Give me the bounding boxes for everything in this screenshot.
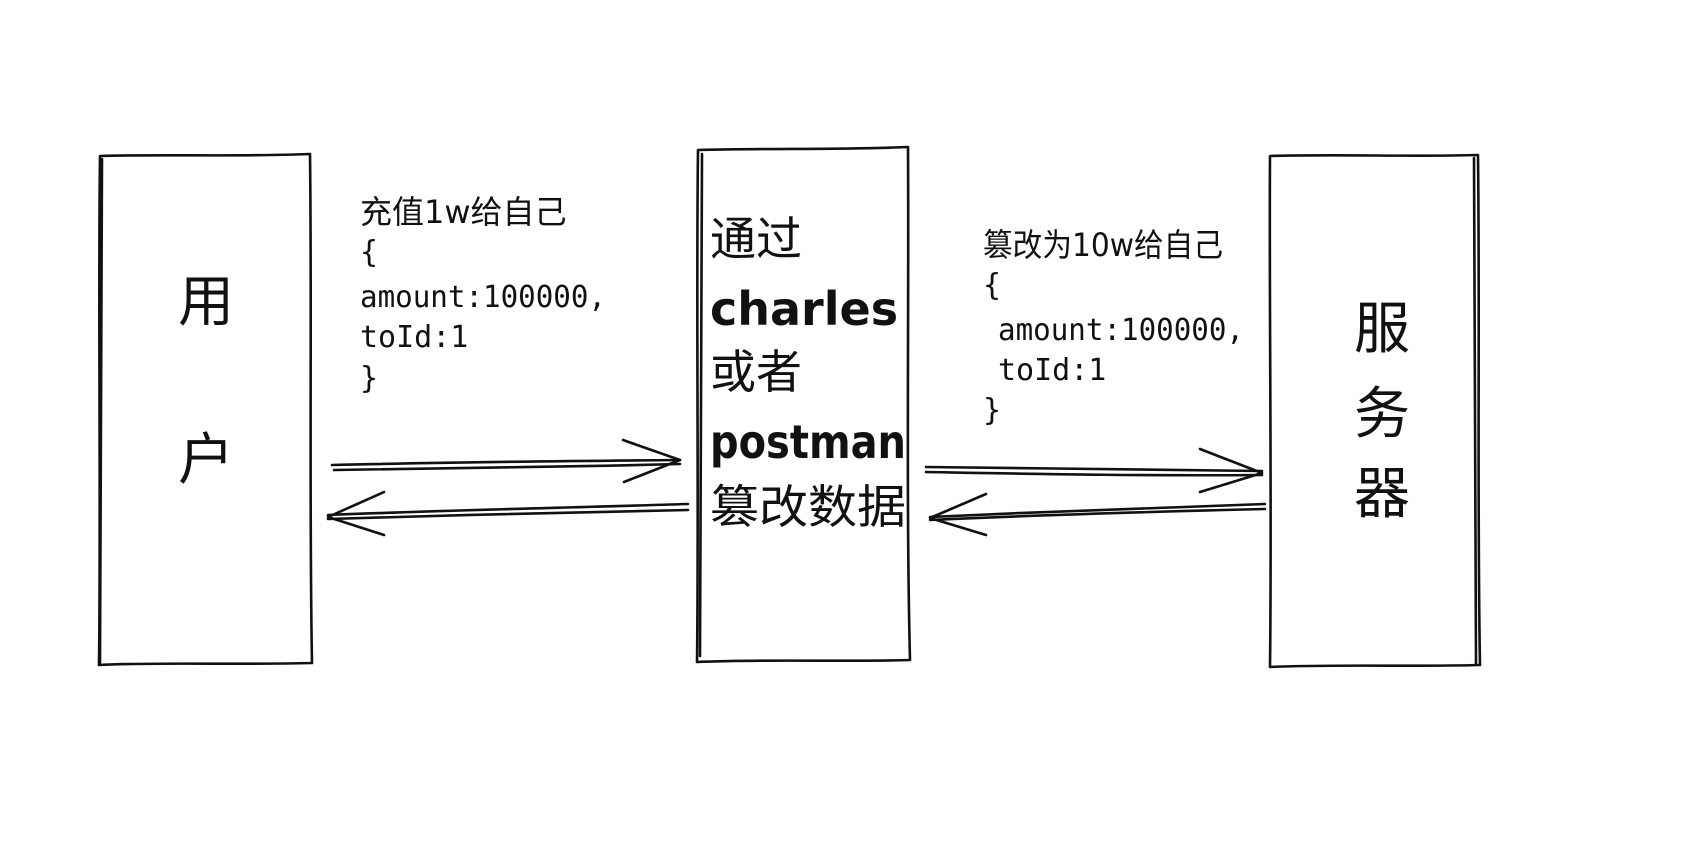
left-note-amount: amount:100000, bbox=[360, 280, 606, 315]
arrow-middle-to-user bbox=[326, 490, 690, 537]
arrow-middle-to-server bbox=[924, 447, 1264, 494]
arrow-middle-to-server-head bbox=[1198, 447, 1264, 494]
right-note-to-id: toId:1 bbox=[998, 353, 1106, 388]
arrow-user-to-middle bbox=[330, 438, 682, 484]
server-label-char-2: 务 bbox=[1354, 382, 1410, 447]
arrow-middle-to-user-head bbox=[326, 490, 386, 537]
server-label-char-1: 服 bbox=[1354, 297, 1410, 362]
user-label-char-2: 户 bbox=[178, 428, 234, 493]
arrow-server-to-middle-shaft bbox=[928, 502, 1267, 522]
server-label-char-3: 器 bbox=[1354, 462, 1410, 527]
right-payload-note: 篡改为10w给自己 { amount:100000, toId:1 } bbox=[983, 226, 1244, 428]
arrow-user-to-middle-head bbox=[621, 438, 682, 484]
user-box-outline bbox=[97, 152, 314, 667]
middle-box-outline bbox=[695, 145, 912, 664]
middle-line-5: 篡改数据 bbox=[710, 480, 906, 534]
middle-line-2: charles bbox=[710, 282, 898, 336]
server-box-outline bbox=[1268, 153, 1482, 669]
user-box: 用 户 bbox=[97, 152, 314, 667]
arrow-middle-to-server-shaft bbox=[924, 465, 1264, 477]
middle-line-1: 通过 bbox=[710, 212, 802, 266]
right-note-title: 篡改为10w给自己 bbox=[983, 226, 1223, 264]
right-note-amount: amount:100000, bbox=[998, 313, 1244, 348]
arrow-middle-to-user-shaft bbox=[326, 502, 690, 521]
left-note-open-brace: { bbox=[360, 235, 378, 270]
arrow-user-to-middle-shaft bbox=[330, 458, 682, 472]
server-box: 服 务 器 bbox=[1268, 153, 1482, 669]
right-note-close-brace: } bbox=[983, 393, 1001, 428]
left-note-title: 充值1w给自己 bbox=[360, 193, 567, 231]
user-label-char-1: 用 bbox=[178, 270, 234, 335]
left-payload-note: 充值1w给自己 { amount:100000, toId:1 } bbox=[360, 193, 606, 396]
middle-line-4: postman bbox=[710, 415, 906, 469]
right-note-open-brace: { bbox=[983, 268, 1001, 303]
left-note-close-brace: } bbox=[360, 361, 378, 396]
arrow-server-to-middle-head bbox=[928, 492, 988, 537]
middle-box: 通过 charles 或者 postman 篡改数据 bbox=[695, 145, 912, 664]
middle-line-3: 或者 bbox=[710, 345, 802, 399]
left-note-to-id: toId:1 bbox=[360, 320, 468, 355]
arrow-server-to-middle bbox=[928, 492, 1267, 537]
